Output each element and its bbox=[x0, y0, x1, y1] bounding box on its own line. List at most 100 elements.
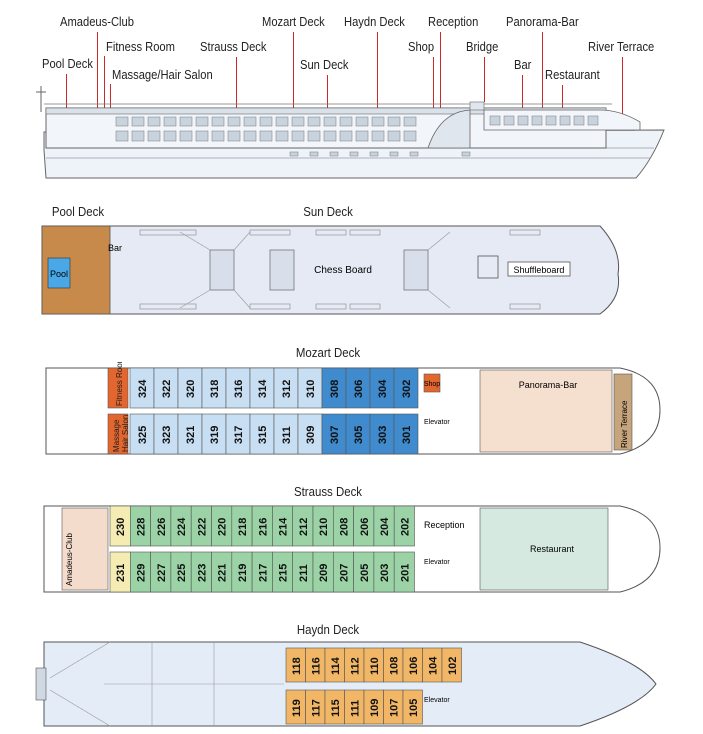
cabin-number: 210 bbox=[318, 518, 330, 536]
cabin-number: 114 bbox=[330, 656, 342, 675]
callout-shop: Shop bbox=[408, 39, 435, 54]
callout-mozart-deck: Mozart Deck bbox=[262, 14, 325, 29]
pointer-line bbox=[377, 32, 378, 150]
cabin-number: 223 bbox=[196, 564, 208, 582]
cabin-number: 321 bbox=[185, 426, 197, 444]
cabin-number: 303 bbox=[377, 426, 389, 444]
cabin-number: 325 bbox=[137, 426, 149, 444]
cabin-315 bbox=[249, 413, 275, 455]
cabin-number: 319 bbox=[209, 426, 221, 444]
cabin-201 bbox=[393, 551, 415, 593]
haydn-deck-title: Haydn Deck bbox=[296, 622, 360, 637]
cabin-105 bbox=[402, 689, 423, 725]
cabin-number: 116 bbox=[310, 657, 322, 675]
cabin-number: 206 bbox=[359, 518, 371, 536]
pointer-line bbox=[66, 74, 67, 110]
cabin-number: 111 bbox=[349, 700, 361, 717]
cabin-312 bbox=[273, 367, 299, 409]
cabin-number: 214 bbox=[278, 517, 290, 536]
cabin-number: 312 bbox=[281, 380, 293, 398]
pointer-line bbox=[327, 75, 328, 108]
callout-haydn-deck: Haydn Deck bbox=[344, 14, 405, 29]
sun-deck-plan: Pool Bar Chess Board Shuffleboard bbox=[41, 225, 620, 315]
callout-panorama-bar: Panorama-Bar bbox=[506, 14, 579, 29]
cabin-number: 315 bbox=[257, 426, 269, 444]
cabin-number: 308 bbox=[329, 380, 341, 398]
cabin-number: 316 bbox=[233, 380, 245, 398]
callout-pool-deck: Pool Deck bbox=[42, 56, 93, 71]
cabin-number: 322 bbox=[161, 380, 173, 398]
cabin-number: 225 bbox=[176, 564, 188, 582]
cabin-number: 211 bbox=[298, 564, 310, 582]
cabin-number: 310 bbox=[305, 380, 317, 398]
cabin-number: 221 bbox=[217, 564, 229, 582]
cabin-number: 109 bbox=[369, 699, 381, 717]
shop-label: Shop bbox=[424, 381, 440, 388]
cabin-number: 217 bbox=[257, 564, 269, 582]
cabin-number: 110 bbox=[369, 657, 381, 675]
mozart-elevator-label: Elevator bbox=[424, 419, 450, 426]
reception-label: Reception bbox=[424, 520, 465, 530]
mozart-deck-title: Mozart Deck bbox=[295, 345, 361, 360]
cabin-number: 218 bbox=[237, 518, 249, 536]
haydn-elevator-label: Elevator bbox=[424, 697, 450, 704]
cabin-323 bbox=[153, 413, 179, 455]
cabin-306 bbox=[345, 367, 371, 409]
hair-salon-label: Hair Salon bbox=[121, 415, 130, 452]
amadeus-club-label: Amadeus-Club bbox=[65, 533, 74, 586]
cabin-number: 227 bbox=[156, 564, 168, 582]
cabin-number: 115 bbox=[330, 699, 342, 717]
cabin-301 bbox=[393, 413, 419, 455]
callout-fitness-room: Fitness Room bbox=[106, 39, 175, 54]
cabin-number: 324 bbox=[137, 379, 149, 398]
cabin-number: 203 bbox=[379, 564, 391, 582]
cabin-321 bbox=[177, 413, 203, 455]
cabin-325 bbox=[129, 413, 155, 455]
panorama-bar-label: Panorama-Bar bbox=[519, 380, 578, 390]
cabin-number: 309 bbox=[305, 426, 317, 444]
cabin-number: 301 bbox=[401, 426, 413, 444]
cabin-number: 305 bbox=[353, 426, 365, 444]
callout-sun-deck: Sun Deck bbox=[300, 57, 349, 72]
massage-label: Massage bbox=[112, 419, 121, 452]
cabin-number: 205 bbox=[359, 564, 371, 582]
cabin-number: 215 bbox=[278, 564, 290, 582]
callout-reception: Reception bbox=[428, 14, 479, 29]
pointer-line bbox=[440, 32, 441, 142]
callout-restaurant: Restaurant bbox=[545, 67, 600, 82]
cabin-number: 228 bbox=[135, 518, 147, 536]
cabin-number: 212 bbox=[298, 518, 310, 536]
strauss-deck-title: Strauss Deck bbox=[293, 484, 363, 499]
cabin-324 bbox=[129, 367, 155, 409]
callout-massage-hair-salon: Massage/Hair Salon bbox=[112, 67, 213, 82]
cabin-319 bbox=[201, 413, 227, 455]
cabin-number: 118 bbox=[291, 657, 303, 675]
pointer-line bbox=[97, 32, 98, 120]
chess-board-label: Chess Board bbox=[314, 265, 372, 276]
cabin-308 bbox=[321, 367, 347, 409]
cabin-number: 204 bbox=[379, 517, 391, 536]
cabin-number: 229 bbox=[135, 564, 147, 582]
cabin-number: 302 bbox=[401, 380, 413, 398]
pointer-line bbox=[522, 75, 523, 122]
pointer-line bbox=[236, 57, 237, 142]
cabin-311 bbox=[273, 413, 299, 455]
cabin-number: 106 bbox=[408, 657, 420, 675]
cabin-number: 314 bbox=[257, 379, 269, 398]
cabin-314 bbox=[249, 367, 275, 409]
cabin-number: 209 bbox=[318, 564, 330, 582]
pointer-line bbox=[484, 57, 485, 102]
sun-deck-bar-label: Bar bbox=[108, 243, 122, 253]
cabin-number: 311 bbox=[281, 426, 293, 444]
cabin-102 bbox=[441, 647, 462, 683]
callout-river-terrace: River Terrace bbox=[588, 39, 655, 54]
cabin-202 bbox=[393, 505, 415, 547]
shuffleboard-label: Shuffleboard bbox=[514, 265, 565, 275]
sun-deck-pool-title: Pool Deck bbox=[51, 204, 105, 219]
cabin-number: 224 bbox=[176, 517, 188, 536]
cabin-number: 208 bbox=[338, 518, 350, 536]
